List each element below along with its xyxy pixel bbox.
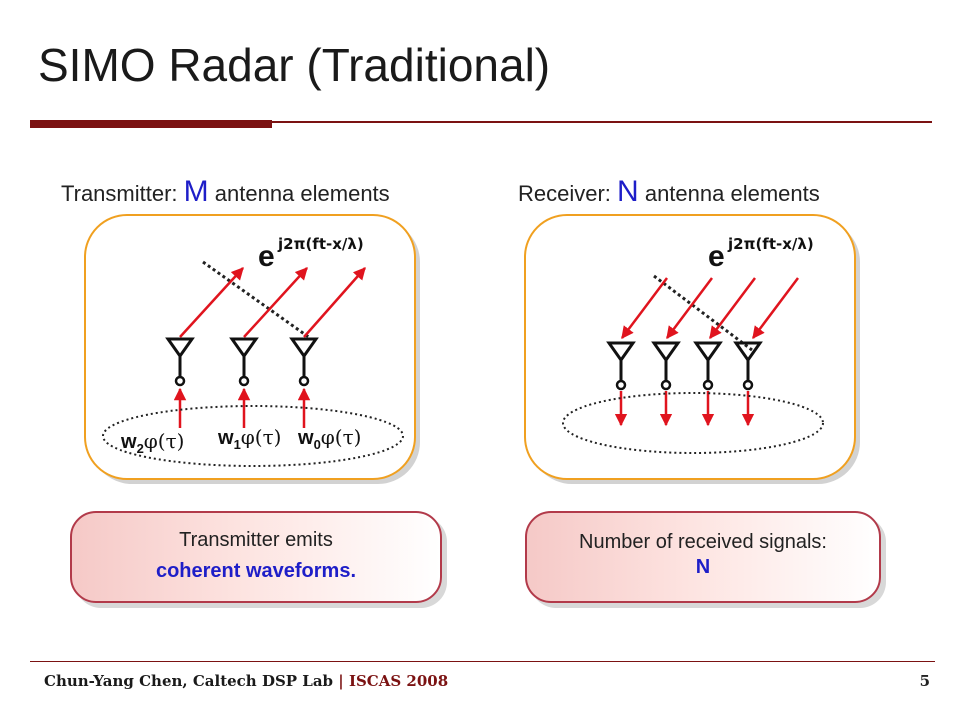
rx-antenna-1 [606,341,636,391]
tx-weight-label-1: w1φ(τ) [217,425,281,452]
tx-antenna-2 [165,337,195,387]
tx-array-ellipse [102,405,404,467]
footer-venue: ISCAS 2008 [348,672,449,690]
rx-array-ellipse [562,392,824,454]
receiver-note-line1: Number of received signals: [579,531,827,553]
rx-incoming-arrow-3 [709,277,756,339]
receiver-heading: Receiver: N antenna elements [518,175,820,209]
rx-antenna-2 [651,341,681,391]
receiver-panel [524,214,856,480]
receiver-count: N [617,175,639,208]
tx-phase-exponent: j2π(ft-x/λ) [277,235,364,253]
receiver-label: Receiver: [518,181,618,206]
rx-incoming-arrow-4 [752,277,799,339]
page-title: SIMO Radar (Traditional) [38,39,551,91]
transmitter-suffix: antenna elements [208,181,390,206]
footer-divider [30,661,935,662]
rx-incoming-arrow-1 [621,277,668,339]
rx-antenna-4 [733,341,763,391]
footer-text: Chun-Yang Chen, Caltech DSP Lab | ISCAS … [44,672,448,690]
receiver-note-line2: N [695,556,711,578]
receiver-note-box: Number of received signals: N [525,511,881,603]
title-underline-thin [272,121,932,123]
receiver-suffix: antenna elements [638,181,820,206]
tx-wavefront-line [202,260,311,340]
rx-antenna-3 [693,341,723,391]
page-number: 5 [919,672,930,690]
tx-outgoing-arrow-2 [179,267,244,338]
transmitter-note-line1: Transmitter emits [179,529,333,551]
tx-phase-base: e [258,240,275,273]
rx-phase-base: e [708,240,725,273]
transmitter-heading: Transmitter: M antenna elements [61,175,390,209]
title-underline-thick [30,120,272,128]
tx-weight-label-2: w2φ(τ) [120,429,184,456]
rx-incoming-arrow-2 [666,277,713,339]
tx-antenna-1 [229,337,259,387]
rx-phase-exponent: j2π(ft-x/λ) [727,235,814,253]
transmitter-label: Transmitter: [61,181,184,206]
tx-outgoing-arrow-0 [303,267,366,338]
transmitter-count: M [183,175,209,208]
footer-author: Chun-Yang Chen, Caltech DSP Lab [44,672,334,690]
tx-outgoing-arrow-1 [243,267,308,338]
transmitter-note-box: Transmitter emits coherent waveforms. [70,511,442,603]
tx-weight-label-0: w0φ(τ) [297,425,361,452]
rx-wavefront-line [653,274,753,352]
tx-antenna-0 [289,337,319,387]
footer-separator: | [333,672,349,690]
transmitter-note-line2: coherent waveforms. [155,560,357,582]
